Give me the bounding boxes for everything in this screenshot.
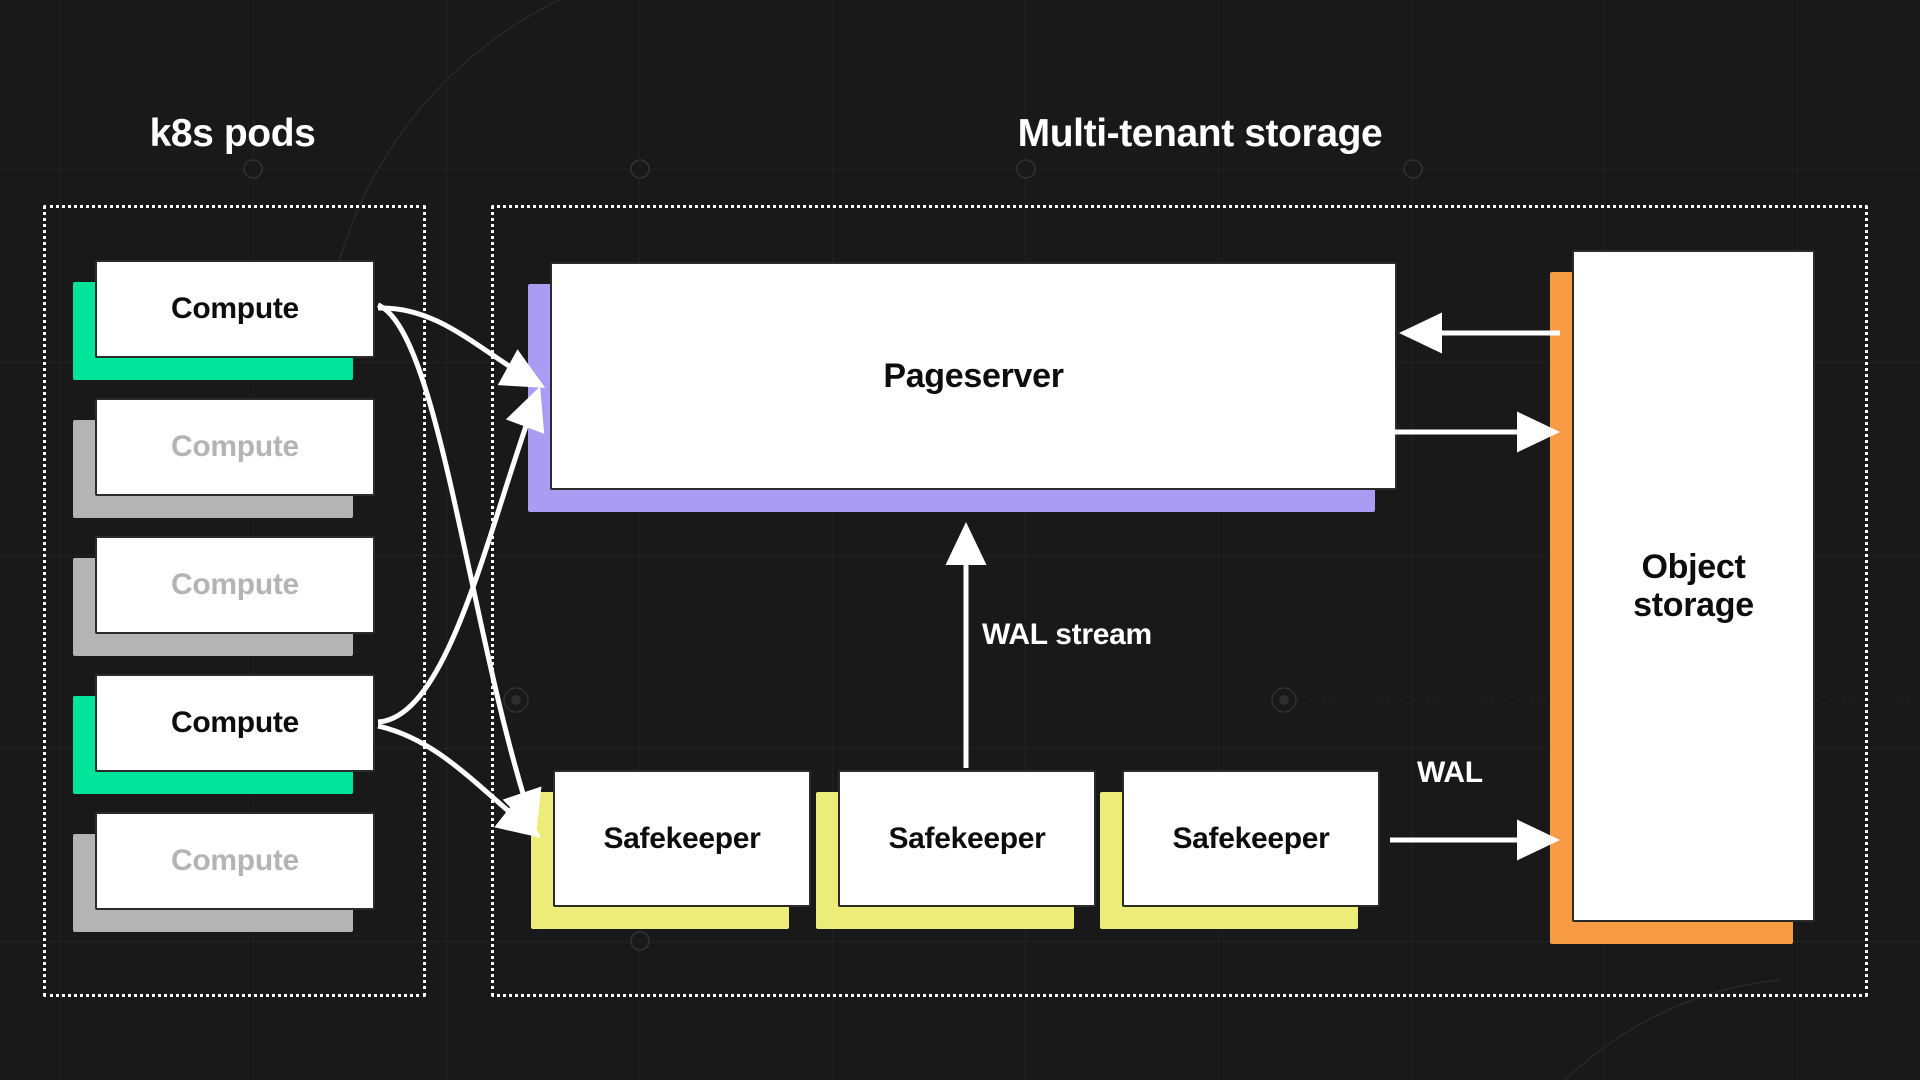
edge-label-wal: WAL (1417, 756, 1483, 789)
object-storage-label-line2: storage (1633, 586, 1754, 624)
node-safekeeper-1-label: Safekeeper (553, 770, 811, 907)
node-pageserver-label: Pageserver (550, 262, 1397, 490)
group-title-multi-tenant-storage: Multi-tenant storage (1017, 112, 1383, 155)
node-safekeeper-1[interactable]: Safekeeper (531, 770, 811, 929)
node-compute-2-label: Compute (95, 398, 375, 496)
group-title-k8s-pods: k8s pods (149, 112, 316, 155)
node-compute-4-label: Compute (95, 674, 375, 772)
node-pageserver[interactable]: Pageserver (528, 262, 1397, 512)
node-compute-5[interactable]: Compute (73, 812, 375, 932)
node-object-storage-label: Object storage (1572, 250, 1815, 922)
node-safekeeper-2[interactable]: Safekeeper (816, 770, 1096, 929)
node-safekeeper-3-label: Safekeeper (1122, 770, 1380, 907)
node-compute-5-label: Compute (95, 812, 375, 910)
object-storage-label-line1: Object (1641, 547, 1746, 586)
node-compute-3[interactable]: Compute (73, 536, 375, 656)
edge-label-wal-stream: WAL stream (982, 618, 1152, 651)
node-safekeeper-2-label: Safekeeper (838, 770, 1096, 907)
node-object-storage[interactable]: Object storage (1550, 250, 1815, 944)
node-compute-2[interactable]: Compute (73, 398, 375, 518)
node-compute-4[interactable]: Compute (73, 674, 375, 794)
node-safekeeper-3[interactable]: Safekeeper (1100, 770, 1380, 929)
node-compute-3-label: Compute (95, 536, 375, 634)
node-compute-1[interactable]: Compute (73, 260, 375, 380)
node-compute-1-label: Compute (95, 260, 375, 358)
